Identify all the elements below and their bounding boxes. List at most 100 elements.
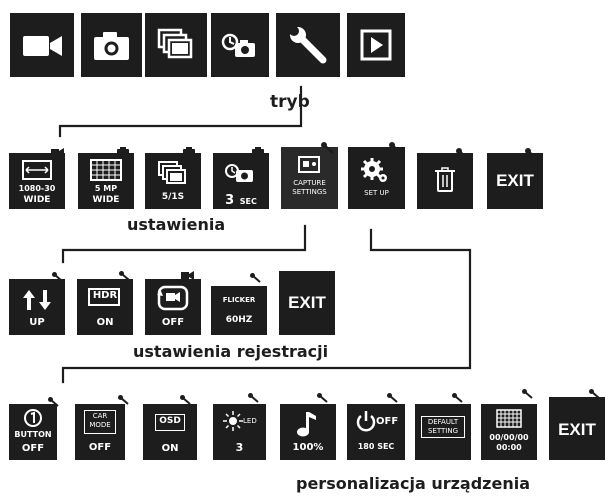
- mode-video-tile[interactable]: [10, 13, 74, 77]
- connector-setup-to-row4: [61, 228, 472, 384]
- calendar-icon: [496, 409, 522, 428]
- setup-one-button-tile[interactable]: BUTTON OFF: [9, 404, 57, 460]
- mode-timelapse-tile[interactable]: [211, 13, 269, 77]
- one-button-label: BUTTON: [14, 430, 52, 439]
- setting-exit-tile[interactable]: EXIT: [487, 153, 543, 209]
- music-note-icon: [297, 412, 316, 437]
- camera-icon: [117, 147, 129, 156]
- power-icon: [356, 411, 376, 432]
- car-mode-label-line1: CAR: [92, 412, 108, 420]
- led-label: LED: [243, 417, 257, 425]
- wrench-icon: [452, 393, 463, 403]
- burst-photo-icon: [158, 161, 186, 184]
- setting-burst-rate-value: 5/1S: [161, 192, 185, 202]
- car-mode-label-line2: MODE: [89, 421, 111, 429]
- setting-photo-resolution-mode: WIDE: [92, 195, 120, 205]
- interval-number: 3: [225, 193, 235, 208]
- video-camera-icon: [181, 271, 194, 280]
- mode-playback-tile[interactable]: [347, 13, 405, 77]
- setting-photo-resolution-tile[interactable]: 5 MP WIDE: [78, 153, 134, 209]
- camera-icon: [252, 147, 264, 156]
- hdr-value: ON: [96, 317, 114, 328]
- mode-photo-tile[interactable]: [81, 13, 142, 77]
- led-value: 3: [235, 441, 244, 454]
- wrench-icon: [389, 142, 402, 154]
- play-icon: [360, 29, 392, 61]
- hdr-icon: [88, 288, 120, 306]
- setting-video-resolution-mode: WIDE: [23, 195, 51, 205]
- default-setting-icon: [421, 416, 465, 438]
- timelapse-camera-icon: [221, 33, 255, 57]
- setup-led-tile[interactable]: LED 3: [213, 404, 266, 460]
- setting-capture-settings-tile[interactable]: CAPTURE SETTINGS: [281, 147, 338, 209]
- osd-label: OSD: [159, 416, 181, 426]
- setup-auto-off-tile[interactable]: OFF 180 SEC: [347, 404, 405, 460]
- video-camera-icon: [51, 148, 64, 157]
- wrench-icon: [52, 272, 63, 282]
- capture-settings-label-line1: CAPTURE: [293, 179, 326, 187]
- connector-capture-to-row3: [61, 224, 307, 264]
- auto-off-label: OFF: [376, 416, 399, 427]
- camera-icon: [94, 32, 129, 60]
- wrench-icon: [289, 26, 327, 64]
- setting-set-up-tile[interactable]: SET UP: [348, 147, 405, 209]
- interval-unit: SEC: [239, 197, 257, 206]
- setup-default-setting-tile[interactable]: DEFAULT SETTING: [415, 404, 471, 460]
- wrench-icon: [118, 395, 129, 405]
- caption-personalizacja-urzadzenia: personalizacja urządzenia: [296, 474, 530, 493]
- mode-settings-tile[interactable]: [276, 13, 340, 77]
- setup-osd-tile[interactable]: OSD ON: [143, 404, 197, 460]
- setting-timelapse-interval-value: 3 SEC: [213, 191, 269, 207]
- auto-off-value: 180 SEC: [357, 442, 395, 451]
- setup-date-time-tile[interactable]: 00/00/00 00:00: [481, 404, 537, 460]
- osd-value: ON: [161, 443, 179, 454]
- setting-delete-tile[interactable]: [417, 153, 473, 209]
- setup-beep-tile[interactable]: 100%: [280, 404, 336, 460]
- exit-label: EXIT: [496, 171, 534, 190]
- capture-orientation-tile[interactable]: UP: [9, 279, 65, 335]
- setup-exit-tile[interactable]: EXIT: [549, 397, 605, 460]
- wrench-icon: [525, 148, 538, 160]
- wrench-icon: [321, 142, 334, 154]
- one-circle-icon: [24, 409, 42, 427]
- caption-ustawienia-rejestracji: ustawienia rejestracji: [133, 342, 329, 361]
- car-mode-icon: [84, 410, 116, 434]
- exit-label: EXIT: [288, 293, 326, 312]
- setup-car-mode-tile[interactable]: CAR MODE OFF: [75, 404, 125, 460]
- setting-timelapse-interval-tile[interactable]: 3 SEC: [213, 153, 269, 209]
- wrench-icon: [522, 389, 533, 399]
- loop-recording-icon: [157, 285, 189, 311]
- car-mode-value: OFF: [88, 442, 112, 453]
- exit-label: EXIT: [558, 420, 596, 439]
- resolution-frame-icon: [22, 160, 52, 180]
- flicker-label: FLICKER: [222, 296, 256, 304]
- capture-hdr-tile[interactable]: HDR ON: [77, 279, 133, 335]
- set-up-label: SET UP: [364, 189, 389, 197]
- wrench-icon: [248, 393, 259, 403]
- gears-icon: [361, 158, 387, 182]
- flicker-value: 60HZ: [225, 315, 253, 325]
- capture-exit-tile[interactable]: EXIT: [279, 271, 335, 335]
- capture-loop-tile[interactable]: OFF: [145, 279, 201, 335]
- wrench-icon: [119, 271, 130, 281]
- hdr-label: HDR: [92, 290, 118, 301]
- capture-settings-icon: [298, 156, 320, 173]
- loop-value: OFF: [161, 317, 185, 328]
- setting-burst-rate-tile[interactable]: 5/1S: [145, 153, 201, 209]
- capture-flicker-tile[interactable]: FLICKER 60HZ: [211, 286, 267, 335]
- wrench-icon: [48, 397, 59, 407]
- connector-tryb-to-settings: [58, 85, 303, 138]
- capture-settings-label-line2: SETTINGS: [292, 188, 327, 196]
- setting-video-resolution-value: 1080-30: [18, 184, 56, 193]
- mode-burst-tile[interactable]: [145, 13, 207, 77]
- trash-icon: [435, 167, 455, 192]
- timelapse-camera-icon: [225, 164, 253, 182]
- wrench-icon: [456, 148, 469, 160]
- setting-video-resolution-tile[interactable]: 1080-30 WIDE: [9, 153, 65, 209]
- camera-icon: [183, 147, 195, 156]
- video-camera-icon: [23, 36, 62, 56]
- default-setting-label-line1: DEFAULT: [427, 418, 459, 426]
- wrench-icon: [589, 389, 600, 399]
- osd-icon: [155, 414, 185, 431]
